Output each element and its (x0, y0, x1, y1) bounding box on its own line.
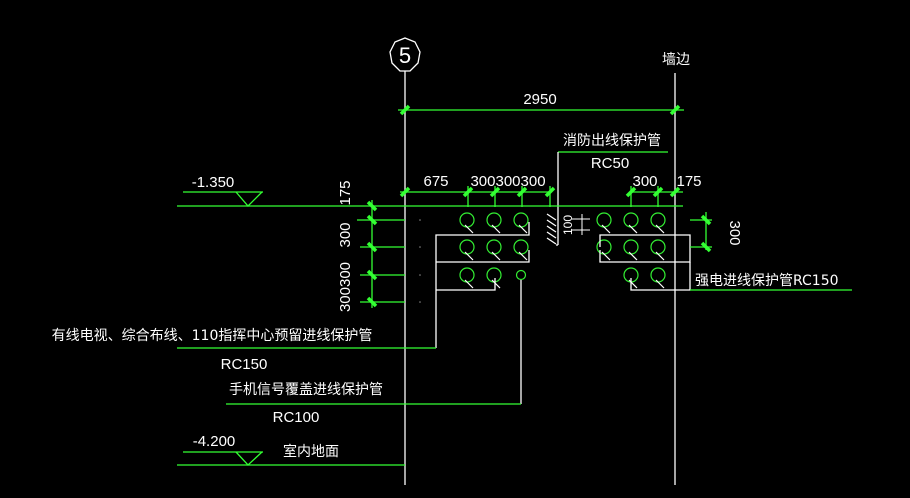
dim-300x3: 300300300 (470, 173, 545, 190)
pipe-leader-stroke (655, 279, 665, 289)
pipe-circle (486, 239, 502, 255)
pipe-leader-stroke (601, 224, 611, 234)
floor-label: 室内地面 (283, 443, 339, 460)
left-pipe-group (459, 212, 529, 289)
pipe-leader-stroke (628, 279, 638, 289)
pipe-leader-stroke (628, 251, 638, 261)
wall-edge-label: 墙边 (662, 52, 690, 68)
pipe-leader-stroke (518, 251, 528, 261)
pipe-leader-stroke (491, 251, 501, 261)
fire-pipe-label: 消防出线保护管 (563, 133, 661, 149)
vdim-300300: 300300 (337, 262, 354, 312)
pipe-circle (596, 212, 612, 228)
pipe-circle (623, 239, 639, 255)
dimension-tick (399, 104, 411, 116)
elevation-bottom-marker (235, 451, 263, 466)
axis-bubble: 5 (389, 37, 421, 72)
pipe-connector-row3 (436, 278, 496, 291)
cable-tv-spec: RC150 (221, 356, 268, 373)
pipe-circle (459, 267, 475, 283)
pipe-circle (513, 239, 529, 255)
pipe-circle (459, 239, 475, 255)
pipe-leader-stroke (655, 224, 665, 234)
pipe-connector-row2 (436, 250, 530, 263)
pipe-circle (650, 212, 666, 228)
top-dimension-value: 2950 (523, 91, 556, 108)
right-pipe-connector-1 (599, 234, 691, 263)
h-dimension-extensions (467, 186, 659, 207)
vdim-300: 300 (337, 222, 354, 247)
pipe-circle (513, 212, 529, 228)
dim-675: 675 (423, 173, 448, 190)
pipe-leader-stroke (601, 251, 611, 261)
pipe-circle (515, 269, 527, 281)
small-dimension-marks (572, 214, 590, 235)
vdim-175: 175 (337, 180, 354, 205)
right-pipe-group (596, 212, 666, 289)
pipe-circle (486, 212, 502, 228)
pipe-leader-stroke (518, 224, 528, 234)
pipe-circle (650, 239, 666, 255)
pipe-leader-stroke (464, 251, 474, 261)
cable-tv-label: 有线电视、综合布线、110指挥中心预留进线保护管 (52, 328, 373, 344)
pipe-leader-stroke (464, 279, 474, 289)
pipe-circle (486, 267, 502, 283)
elevation-top-value: -1.350 (192, 174, 235, 191)
reference-dots (419, 219, 421, 303)
dimension-tick (669, 104, 681, 116)
pipe-circle (650, 267, 666, 283)
dimension-tick (700, 214, 712, 226)
pipe-circle (623, 212, 639, 228)
pipe-circle (459, 212, 475, 228)
pipe-leader-stroke (464, 224, 474, 234)
mobile-signal-spec: RC100 (273, 409, 320, 426)
elevation-top-marker (235, 191, 263, 207)
mobile-signal-label: 手机信号覆盖进线保护管 (229, 382, 383, 398)
elevation-bottom-value: -4.200 (193, 433, 236, 450)
pipe-leader-stroke (491, 279, 501, 289)
pipe-leader-stroke (655, 251, 665, 261)
pipe-leader-stroke (628, 224, 638, 234)
fire-pipe-spec: RC50 (591, 155, 629, 172)
pipe-circle (596, 239, 612, 255)
dim-300-right: 300 (632, 173, 657, 190)
cable-tv-pipe-line (435, 222, 530, 348)
pipe-leader-stroke (491, 224, 501, 234)
right-pipe-connector-2 (630, 262, 691, 291)
v-dimension-extensions-left (357, 219, 405, 303)
strong-power-label: 强电进线保护管RC150 (695, 273, 839, 289)
fire-pipe-hatch (546, 213, 558, 246)
vdim-300-right: 300 (726, 220, 743, 245)
axis-label: 5 (399, 43, 411, 68)
dimension-tick (700, 241, 712, 253)
dim-175-right: 175 (676, 173, 701, 190)
small-dim-100: 100 (561, 215, 575, 235)
